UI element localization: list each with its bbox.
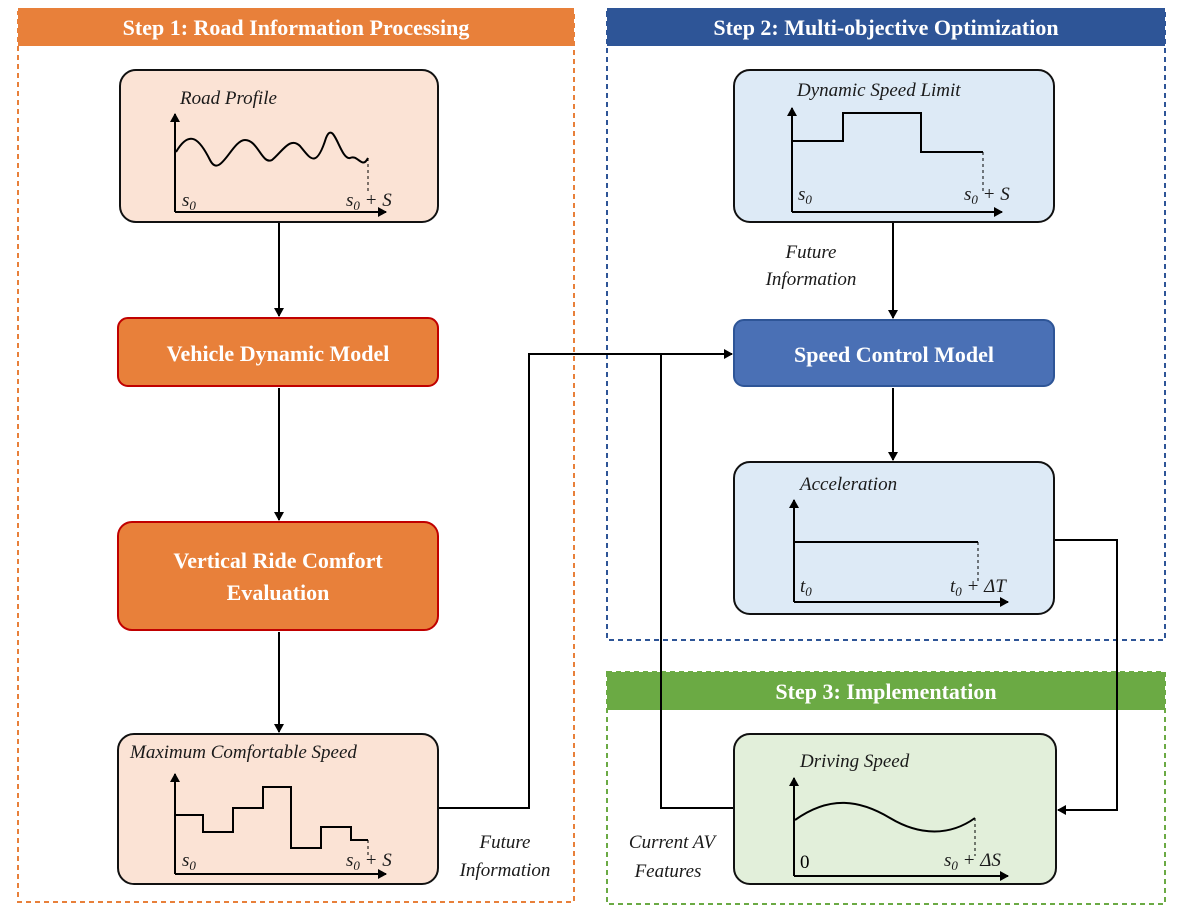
- max-comfortable-speed-end-label: s0 + S: [346, 850, 392, 873]
- vertical-ride-comfort-label-line2: Evaluation: [227, 580, 330, 605]
- vertical-ride-comfort-node: Vertical Ride Comfort Evaluation: [117, 521, 439, 631]
- step1-frame: [17, 11, 575, 903]
- dynamic-speed-limit-panel: Dynamic Speed Limit s0 s0 + S: [733, 69, 1055, 223]
- future-info-top-line1: Future: [784, 242, 836, 263]
- future-info-bottom-line2: Information: [459, 860, 551, 881]
- vehicle-dynamic-model-label: Vehicle Dynamic Model: [167, 341, 390, 366]
- current-av-features-line2: Features: [634, 861, 702, 882]
- step2-header: [607, 8, 1165, 46]
- dynamic-speed-limit-start-label: s0: [798, 184, 812, 207]
- line-driving-feedback: [660, 354, 734, 809]
- road-profile-end-label: s0 + S: [346, 190, 392, 213]
- arrow-accel-to-driving: [1055, 539, 1118, 815]
- max-comfortable-speed-start-label: s0: [182, 850, 196, 873]
- max-comfortable-speed-title: Maximum Comfortable Speed: [129, 742, 357, 763]
- connectors: [274, 222, 1118, 815]
- step1-header: [18, 8, 574, 46]
- driving-speed-curve: [794, 801, 976, 833]
- step2-title: Step 2: Multi-objective Optimization: [713, 15, 1058, 40]
- max-comfortable-speed-panel: Maximum Comfortable Speed s0 s0 + S: [117, 733, 439, 885]
- acceleration-title: Acceleration: [798, 474, 897, 495]
- step1-title: Step 1: Road Information Processing: [123, 15, 470, 40]
- arrow-maxspeed-to-control: [438, 349, 733, 809]
- acceleration-start-label: t0: [800, 576, 812, 599]
- dynamic-speed-limit-steps: [793, 112, 983, 153]
- road-profile-curve: [175, 131, 369, 167]
- vehicle-dynamic-model-node: Vehicle Dynamic Model: [117, 317, 439, 387]
- driving-speed-start-label: 0: [800, 852, 810, 873]
- dynamic-speed-limit-end-label: s0 + S: [964, 184, 1010, 207]
- driving-speed-end-label: s0 + ΔS: [944, 850, 1001, 873]
- road-profile-start-label: s0: [182, 190, 196, 213]
- future-info-bottom-line1: Future: [478, 832, 530, 853]
- driving-speed-panel: Driving Speed 0 s0 + ΔS: [733, 733, 1057, 885]
- future-info-top-line2: Information: [765, 269, 857, 290]
- road-profile-panel: Road Profile s0 s0 + S: [119, 69, 439, 223]
- dynamic-speed-limit-title: Dynamic Speed Limit: [796, 80, 961, 101]
- vertical-ride-comfort-label-line1: Vertical Ride Comfort: [173, 548, 383, 573]
- driving-speed-title: Driving Speed: [799, 751, 910, 772]
- speed-control-model-node: Speed Control Model: [733, 319, 1055, 387]
- current-av-features-line1: Current AV: [629, 832, 718, 853]
- step3-header: [607, 672, 1165, 710]
- max-comfortable-speed-steps: [176, 786, 368, 849]
- speed-control-model-label: Speed Control Model: [794, 342, 994, 367]
- acceleration-panel: Acceleration t0 t0 + ΔT: [733, 461, 1055, 615]
- step3-title: Step 3: Implementation: [775, 679, 996, 704]
- acceleration-end-label: t0 + ΔT: [950, 576, 1007, 599]
- road-profile-title: Road Profile: [179, 88, 277, 109]
